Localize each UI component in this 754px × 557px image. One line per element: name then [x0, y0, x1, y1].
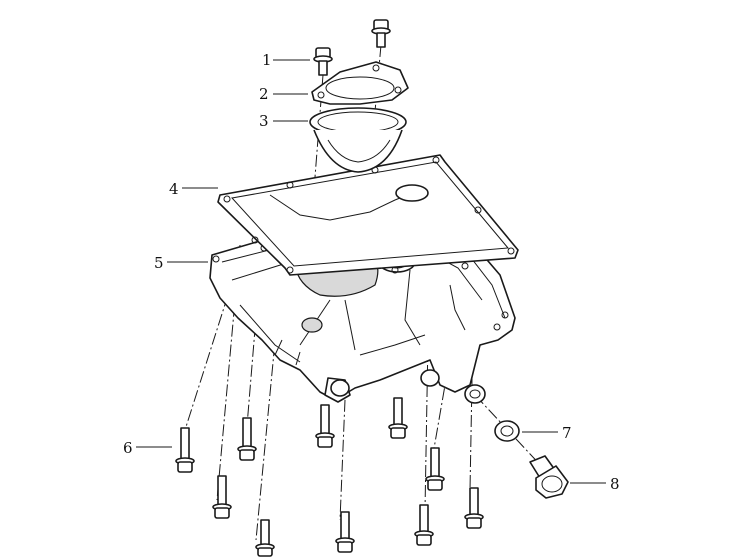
callout-6: 6: [123, 439, 133, 457]
callout-7: 7: [562, 424, 572, 442]
callout-8: 8: [610, 475, 620, 493]
callout-5: 5: [154, 254, 164, 272]
callout-2: 2: [259, 85, 269, 103]
flange-bolt-icon: [313, 19, 391, 76]
oil-pan-gasket-icon: [217, 154, 519, 276]
callout-4: 4: [169, 180, 179, 198]
drain-plug-icon: [529, 455, 569, 499]
callout-1: 1: [262, 51, 272, 69]
sealing-washer-icon: [494, 420, 520, 442]
pan-bolt-icon: [175, 397, 484, 557]
oil-strainer-icon: [309, 107, 407, 173]
leader-lines: [136, 59, 606, 484]
strainer-cover-gasket-icon: [311, 61, 409, 105]
callout-labels: 1 2 3 4 5 6 7 8: [123, 51, 620, 493]
callout-3: 3: [259, 112, 269, 130]
